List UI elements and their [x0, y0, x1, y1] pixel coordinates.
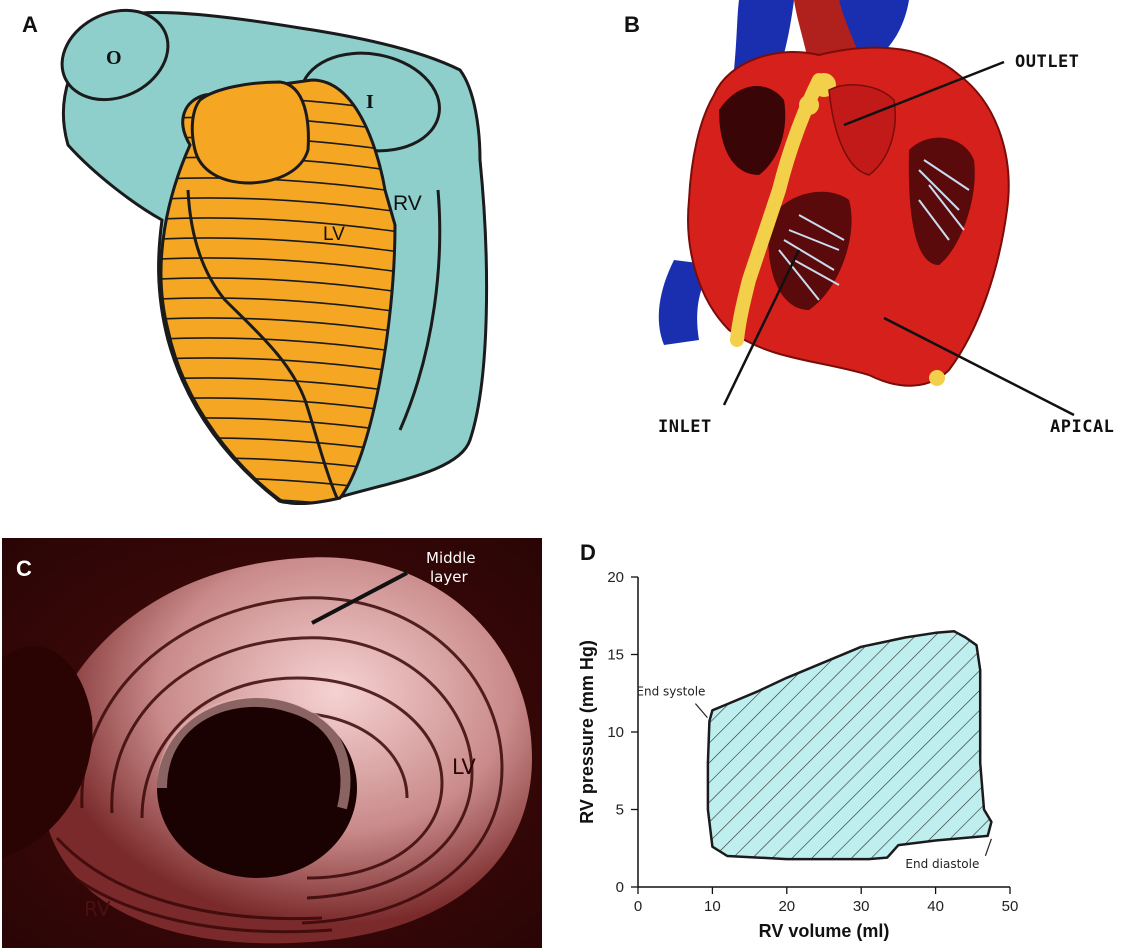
annotation-end-systole-arrow	[695, 704, 707, 718]
annotation-end-diastole-arrow	[985, 839, 991, 856]
inlet-label: I	[366, 91, 374, 113]
inlet-label-b: INLET	[658, 417, 712, 437]
x-tick-label: 30	[853, 898, 870, 915]
y-tick-label: 20	[607, 569, 624, 586]
middle-layer-label-1: Middle	[426, 549, 476, 567]
pv-loop	[708, 631, 992, 859]
x-tick-label: 50	[1002, 898, 1019, 915]
apical-label-b: APICAL	[1050, 417, 1114, 437]
y-tick-label: 15	[607, 647, 624, 664]
x-axis-label: RV volume (ml)	[759, 921, 890, 941]
x-tick-label: 20	[778, 898, 795, 915]
panel-c-letter: C	[16, 556, 32, 581]
annotation-end-systole: End systole	[636, 685, 705, 699]
y-axis-label: RV pressure (mm Hg)	[577, 640, 597, 824]
y-tick-label: 5	[616, 802, 624, 819]
lv-label: LV	[323, 224, 345, 245]
x-tick-label: 40	[927, 898, 944, 915]
rv-label: RV	[393, 192, 422, 215]
x-tick-label: 10	[704, 898, 721, 915]
panel-a-heart-diagram: O I RV LV	[40, 0, 580, 505]
lv-label-c: LV	[452, 755, 476, 779]
panel-c-fiber-photo: C Middle layer LV RV	[2, 538, 542, 948]
aortic-cap	[192, 82, 308, 183]
annotation-end-diastole: End diastole	[905, 857, 979, 871]
x-tick-label: 0	[634, 898, 642, 915]
y-tick-label: 0	[616, 879, 624, 896]
outlet-label: O	[106, 47, 122, 69]
y-tick-label: 10	[607, 724, 624, 741]
middle-layer-label-2: layer	[430, 568, 468, 586]
rv-label-c: RV	[84, 897, 111, 921]
outlet-label-b: OUTLET	[1015, 52, 1079, 72]
panel-a-letter: A	[22, 12, 38, 38]
panel-d-letter: D	[580, 540, 596, 566]
